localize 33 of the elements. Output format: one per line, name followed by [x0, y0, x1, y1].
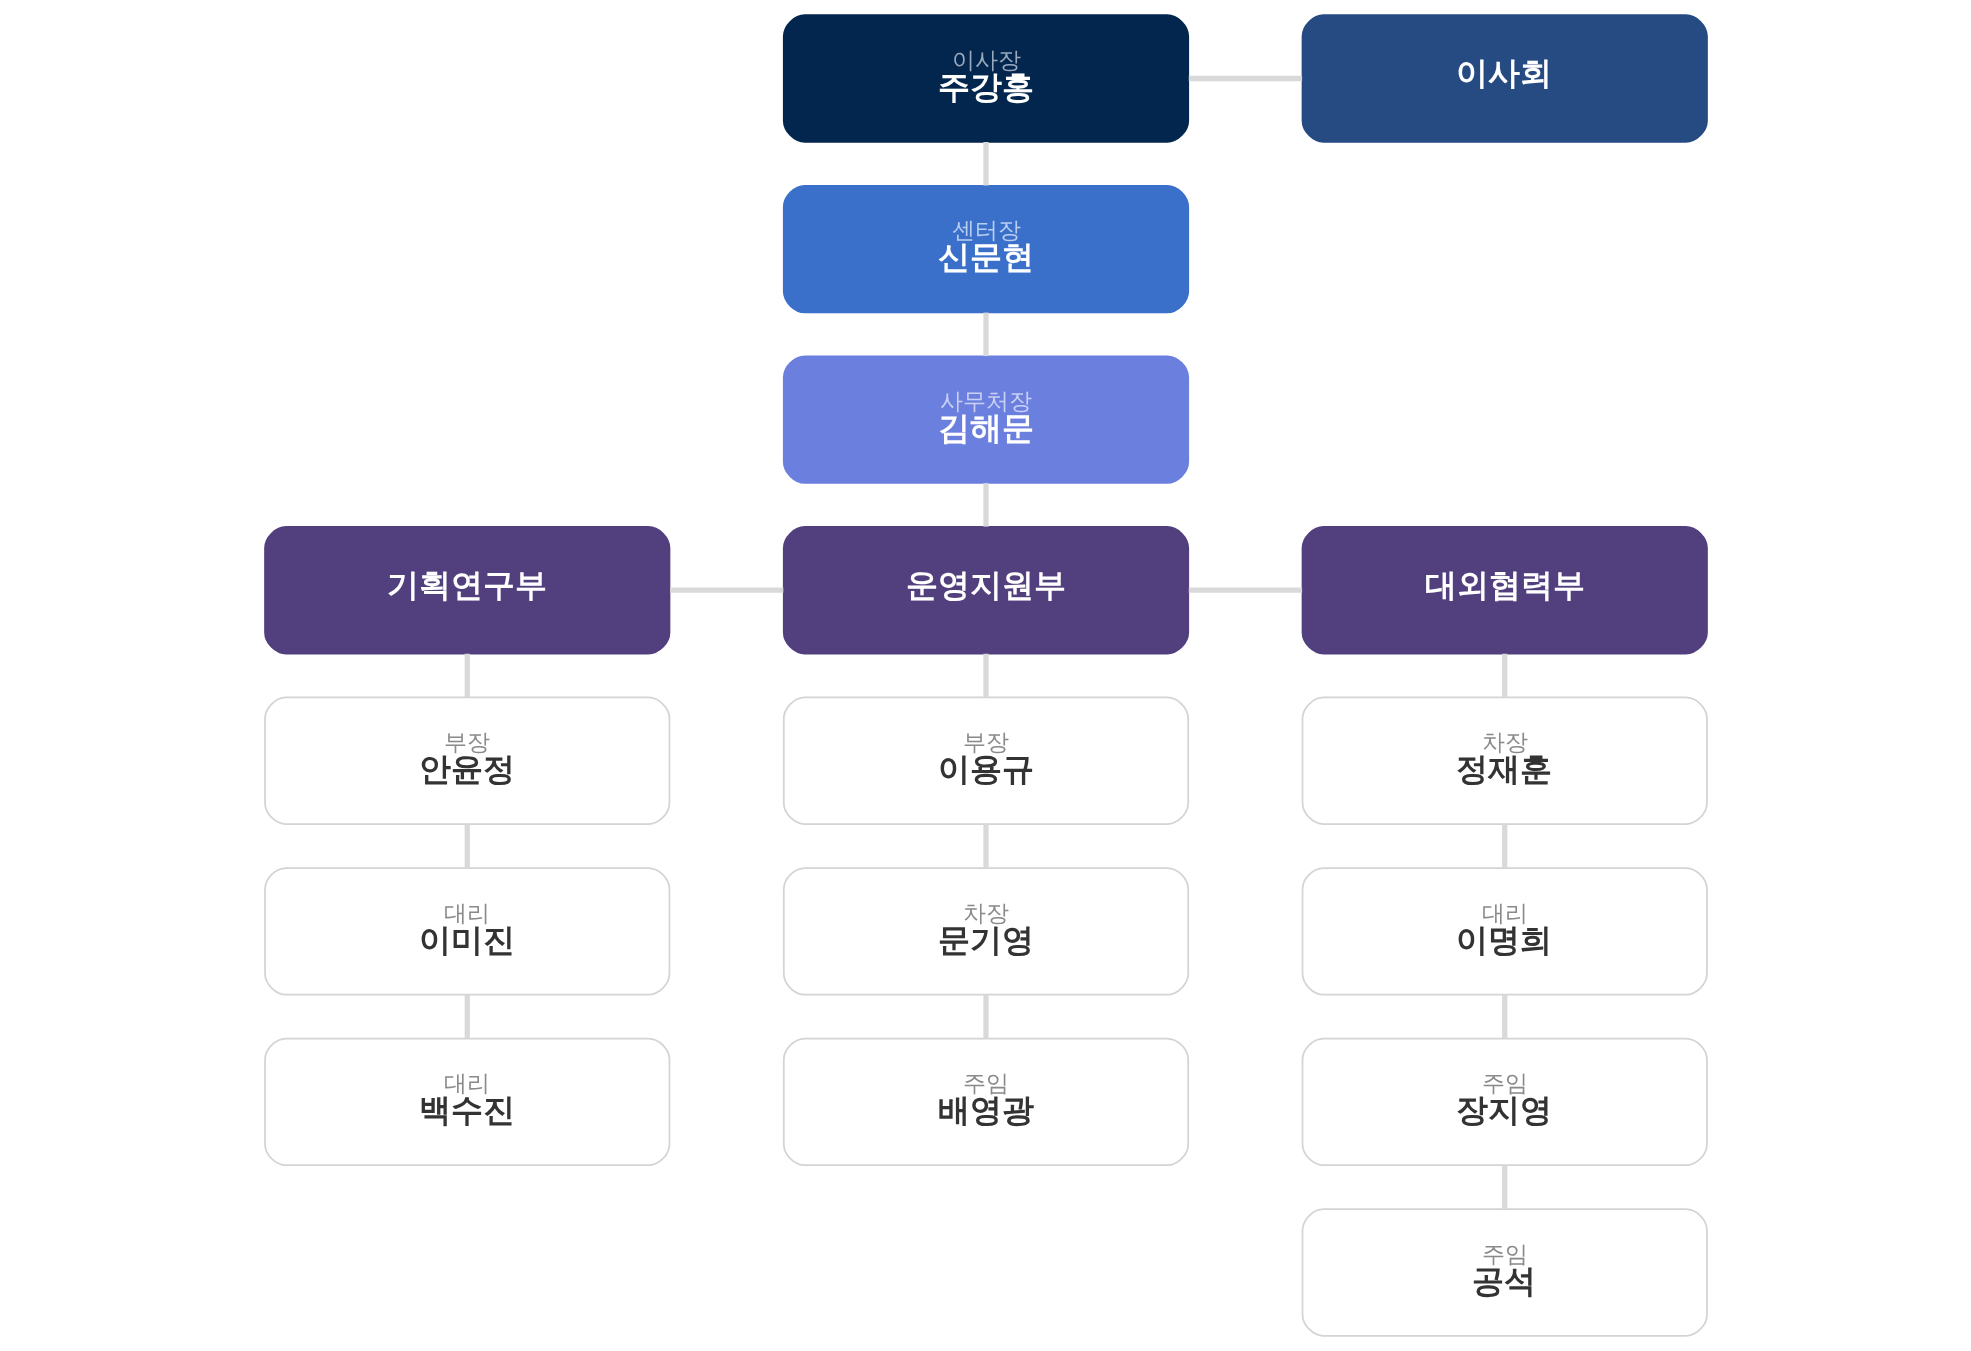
node-box: 부장 안윤정: [263, 696, 670, 825]
connector: [669, 587, 783, 593]
connector: [1501, 994, 1507, 1039]
connector: [1188, 587, 1302, 593]
connector: [982, 312, 989, 357]
connector: [464, 994, 470, 1039]
node-box: 이사장 주강홍: [782, 14, 1189, 143]
connector: [464, 824, 470, 868]
connector: [1501, 653, 1507, 698]
connector: [1501, 1165, 1507, 1209]
node-box: 기획연구부: [263, 526, 670, 655]
node-box: 주임 배영광: [782, 1037, 1189, 1167]
node-box: 차장 정재훈: [1301, 696, 1708, 825]
node-box: 주임 공석: [1301, 1208, 1708, 1337]
connector: [982, 994, 989, 1039]
node-box: 대외협력부: [1301, 526, 1708, 655]
connector: [464, 653, 470, 698]
node-box: 대리 이미진: [263, 867, 670, 996]
connector: [982, 142, 989, 186]
connector: [1501, 824, 1507, 868]
node-box: 주임 장지영: [1301, 1037, 1708, 1167]
connector: [1188, 75, 1302, 82]
node-box: 대리 백수진: [263, 1037, 670, 1167]
node-box: 센터장 신문현: [782, 184, 1189, 314]
node-box: 운영지원부: [782, 526, 1189, 655]
connector: [982, 483, 989, 527]
node-box: 차장 문기영: [782, 867, 1189, 996]
connector: [982, 653, 989, 698]
node-box: 대리 이명희: [1301, 867, 1708, 996]
node-box: 사무처장 김해문: [782, 355, 1189, 484]
node-box: 부장 이용규: [782, 696, 1189, 825]
node-box: 이사회: [1301, 14, 1708, 143]
connector: [982, 824, 989, 868]
